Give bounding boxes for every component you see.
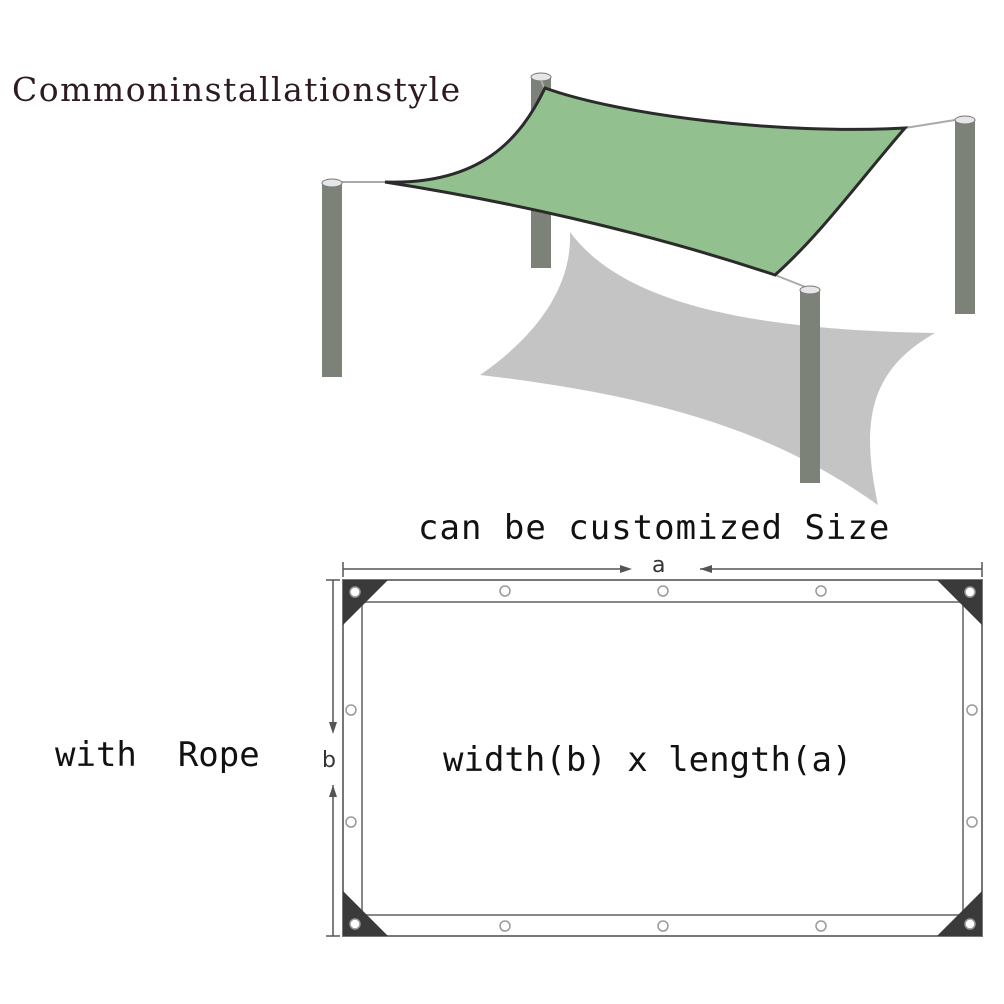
dimension-a-label: a [652,553,666,578]
with-rope-label: with Rope [55,735,260,775]
dimension-b-label: b [322,748,336,773]
post-front [799,285,821,483]
dimension-line-a [342,562,983,577]
post-right [954,115,976,314]
rope-front [774,274,809,289]
sail-inner-edge [361,601,964,916]
post-left [321,178,343,377]
dimension-line-b [326,579,340,937]
dimension-formula: width(b) x length(a) [443,740,853,780]
installation-title: Commoninstallationstyle [12,70,462,109]
custom-size-heading: can be customized Size [418,508,891,548]
shade-sail [384,86,909,277]
sail-outer-edge [342,579,983,937]
edge-grommets [345,585,978,932]
sail-shadow [480,232,935,505]
rope-right [904,119,956,129]
corner-grommets [349,586,976,930]
